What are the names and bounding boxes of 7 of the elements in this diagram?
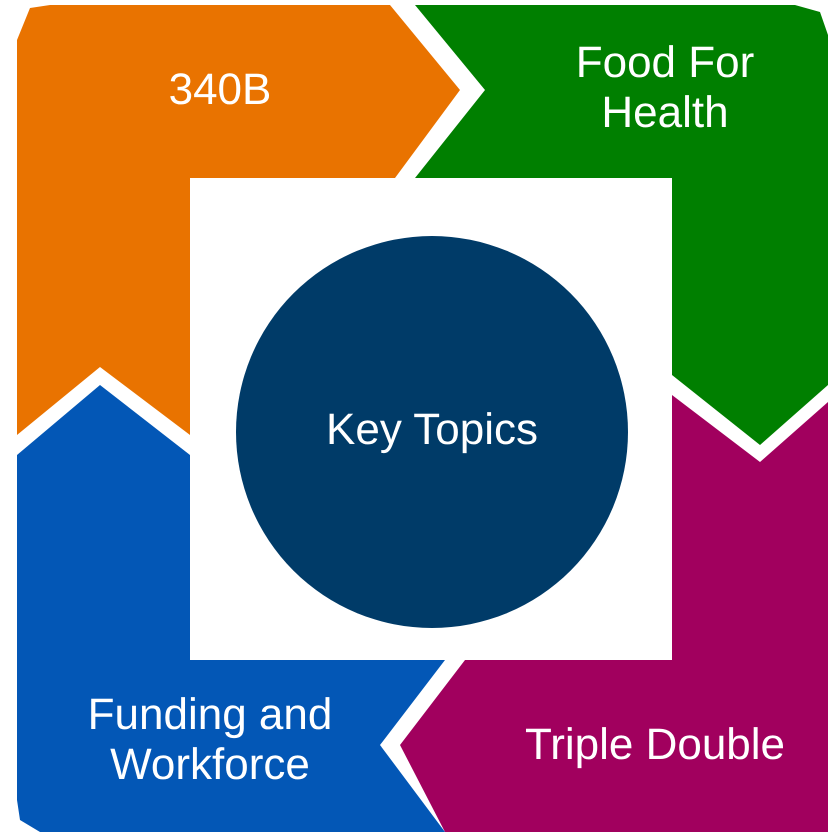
topic-label: Food For Health: [574, 38, 756, 138]
topic-label: Key Topics: [325, 405, 539, 455]
topic-label: 340B: [168, 65, 272, 115]
center-circle: [236, 236, 628, 628]
arrow-shape: [400, 395, 828, 832]
topic-label: Funding and Workforce: [86, 690, 334, 790]
topic-label: Triple Double: [524, 720, 786, 770]
